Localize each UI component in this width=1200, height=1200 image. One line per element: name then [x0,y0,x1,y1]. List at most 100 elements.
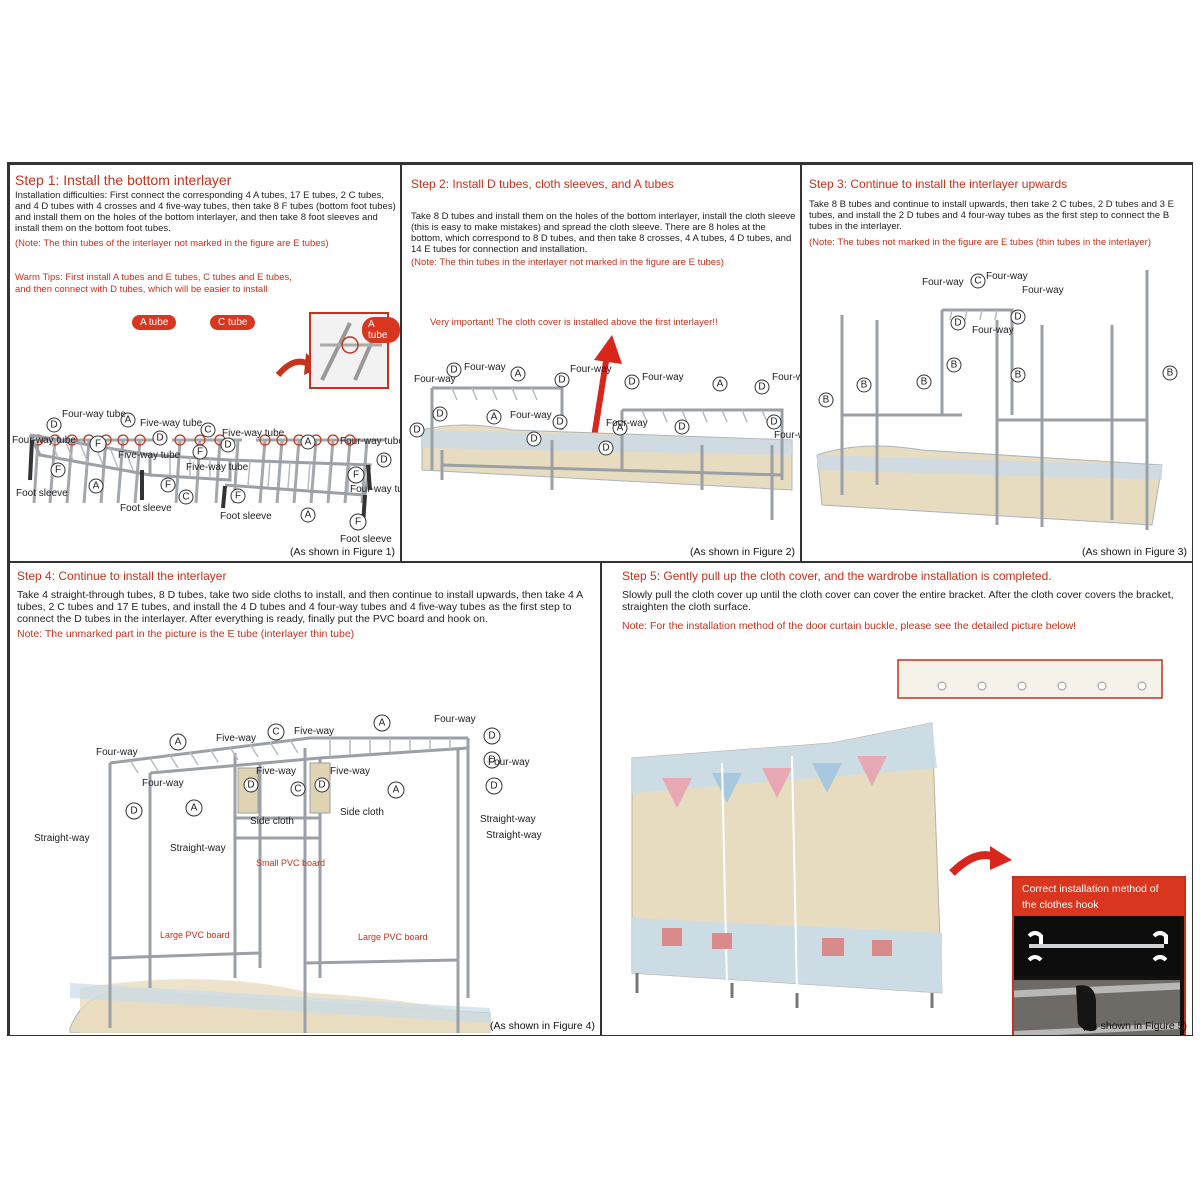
svg-text:F: F [355,517,361,528]
s3-four-way-1: Four-way [922,277,964,288]
figure-5-caption: (As shown in Figure 5) [1082,1020,1187,1032]
label-five-way-tube: Five-way tube [140,418,203,429]
svg-text:D: D [1014,312,1021,323]
svg-text:F: F [165,480,171,491]
instruction-sheet: Step 1: Install the bottom interlayer In… [7,162,1193,1036]
label-five-way-tube-4: Five-way tube [186,462,249,473]
svg-text:D: D [530,434,537,445]
svg-text:A: A [717,379,724,390]
s4-side-cloth-1: Side cloth [250,816,294,827]
svg-text:F: F [353,470,359,481]
svg-text:D: D [50,420,57,431]
s4-five-way-2: Five-way [216,733,256,744]
s4-straight-way-1: Straight-way [34,833,90,844]
svg-text:A: A [305,510,312,521]
step2-important: Very important! The cloth cover is insta… [430,317,770,329]
svg-text:D: D [954,318,961,329]
label-foot-sleeve-3: Foot sleeve [220,511,272,522]
label-five-way-tube-3: Five-way tube [118,450,181,461]
hook-illustration [1014,916,1180,1036]
step2-note: (Note: The thin tubes in the interlayer … [411,257,796,269]
svg-text:D: D [413,425,420,436]
step1-panel: Step 1: Install the bottom interlayer In… [9,164,401,562]
svg-text:D: D [156,433,163,444]
a-tube-bubble-2: A tube [362,317,400,343]
svg-text:B: B [861,380,868,391]
figure-3-caption: (As shown in Figure 3) [1082,546,1187,558]
svg-text:B: B [1167,368,1174,379]
svg-text:A: A [93,481,100,492]
figure-4-caption: (As shown in Figure 4) [490,1020,595,1032]
svg-text:D: D [130,806,137,817]
svg-text:C: C [272,727,279,738]
s2-four-way-2: Four-way [414,374,456,385]
svg-text:C: C [974,276,981,287]
s4-five-way-1: Five-way [294,726,334,737]
step5-body: Slowly pull the cloth cover up until the… [622,589,1187,613]
svg-text:D: D [318,780,325,791]
s2-four-way-7: Four-way [772,372,800,383]
s4-large-pvc-1: Large PVC board [160,930,230,940]
step3-body: Take 8 B tubes and continue to install u… [809,199,1189,232]
svg-text:F: F [235,491,241,502]
svg-text:F: F [95,439,101,450]
svg-text:B: B [823,395,830,406]
svg-text:B: B [1015,370,1022,381]
figure-2: DAD DDA DDD ADA DDD Four-way Four-way Fo… [402,330,800,560]
s2-four-way-8: Four-way [774,430,800,441]
svg-text:F: F [197,447,203,458]
step2-panel: Step 2: Install D tubes, cloth sleeves, … [401,164,801,562]
svg-text:B: B [951,360,958,371]
step5-title: Step 5: Gently pull up the cloth cover, … [622,569,1052,583]
s4-small-pvc: Small PVC board [256,858,325,868]
svg-text:A: A [191,803,198,814]
step4-body: Take 4 straight-through tubes, 8 D tubes… [17,589,595,625]
s2-four-way-6: Four-way [606,418,648,429]
label-five-way-tube-2: Five-way tube [222,428,285,439]
svg-text:D: D [770,417,777,428]
label-foot-sleeve: Foot sleeve [16,488,68,499]
s4-straight-way-3: Straight-way [480,814,536,825]
svg-text:A: A [305,437,312,448]
s2-four-way-5: Four-way [642,372,684,383]
s4-side-cloth-2: Side cloth [340,807,384,818]
svg-text:A: A [491,412,498,423]
hook-detail-box: Correct installation method of the cloth… [1012,876,1186,1036]
step3-note: (Note: The tubes not marked in the figur… [809,237,1189,249]
svg-text:D: D [436,409,443,420]
svg-text:D: D [556,417,563,428]
s4-large-pvc-2: Large PVC board [358,932,428,942]
svg-text:D: D [380,455,387,466]
svg-text:D: D [488,731,495,742]
s4-four-way-2: Four-way [142,778,184,789]
svg-text:A: A [393,785,400,796]
s4-straight-way-4: Straight-way [486,830,542,841]
step2-title: Step 2: Install D tubes, cloth sleeves, … [411,177,674,191]
s3-four-way-2: Four-way [986,271,1028,282]
svg-text:D: D [247,780,254,791]
svg-text:F: F [55,465,61,476]
svg-text:D: D [758,382,765,393]
s4-five-way-3: Five-way [256,766,296,777]
step4-title: Step 4: Continue to install the interlay… [17,569,226,583]
svg-text:C: C [204,425,211,436]
step1-title: Step 1: Install the bottom interlayer [15,172,231,188]
a-tube-bubble: A tube [132,315,176,330]
svg-text:C: C [294,784,301,795]
s3-four-way-3: Four-way [1022,285,1064,296]
label-four-way-tube: Four-way tube [62,409,126,420]
step3-title: Step 3: Continue to install the interlay… [809,177,1067,191]
s4-four-way-4: Four-way [488,757,530,768]
svg-text:D: D [558,375,565,386]
svg-text:D: D [628,377,635,388]
svg-text:D: D [224,440,231,451]
step2-body: Take 8 D tubes and install them on the h… [411,211,796,255]
s4-four-way-3: Four-way [434,714,476,725]
svg-text:D: D [678,422,685,433]
s4-four-way-1: Four-way [96,747,138,758]
label-foot-sleeve-2: Foot sleeve [120,503,172,514]
s3-four-way-4: Four-way [972,325,1014,336]
s4-five-way-4: Five-way [330,766,370,777]
